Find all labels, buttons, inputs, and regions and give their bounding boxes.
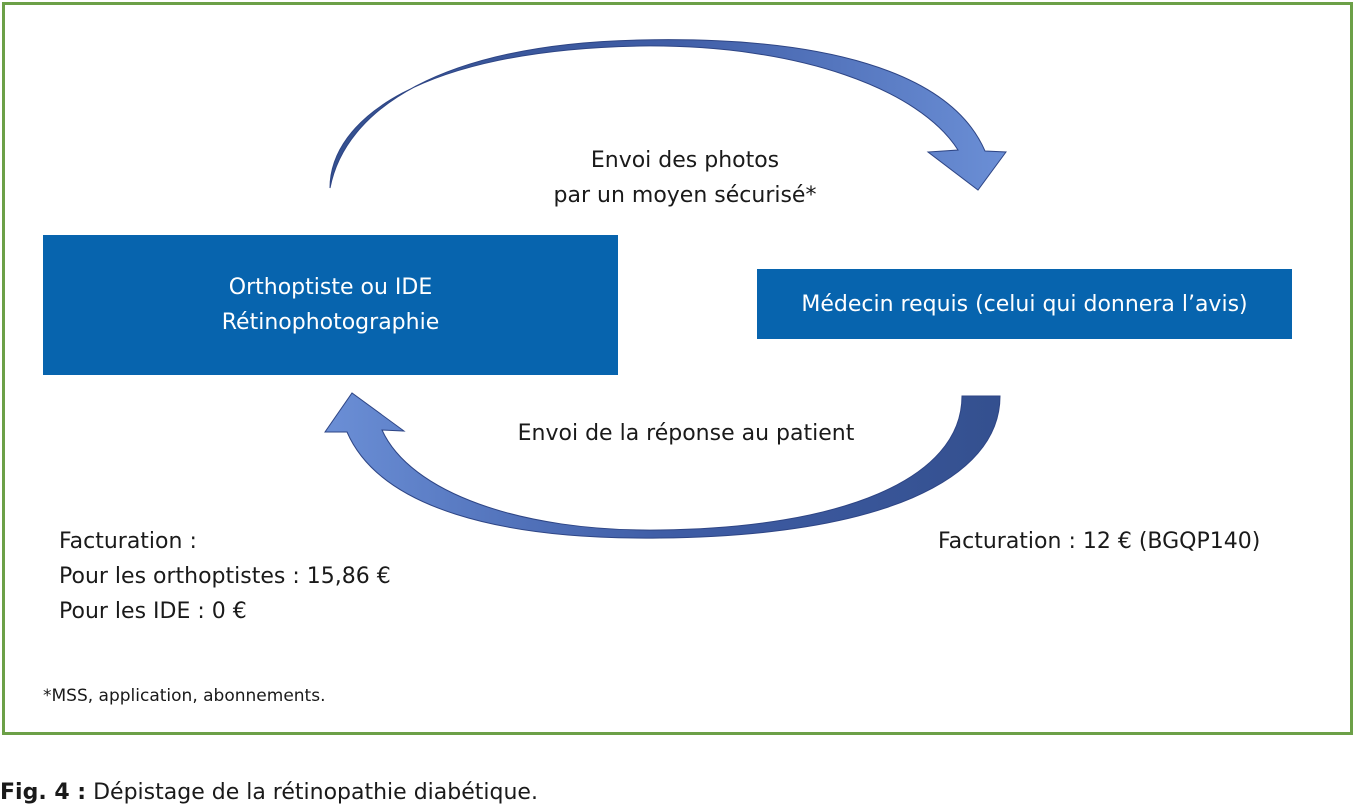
billing-orthoptists: Pour les orthoptistes : 15,86 € [59, 564, 391, 589]
billing-ide: Pour les IDE : 0 € [59, 599, 247, 624]
billing-left-title: Facturation : [59, 529, 197, 554]
caption-text: Dépistage de la rétinopathie diabétique. [93, 780, 538, 805]
send-response-label: Envoi de la réponse au patient [517, 421, 855, 446]
doctor-node-label: Médecin requis (celui qui donnera l’avis… [801, 291, 1248, 317]
billing-left: Facturation : Pour les orthoptistes : 15… [59, 524, 391, 629]
orthoptist-node-subtitle: Rétinophotographie [221, 310, 440, 335]
caption-prefix: Fig. 4 : [0, 780, 87, 805]
figure-caption: Fig. 4 : Dépistage de la rétinopathie di… [0, 779, 538, 807]
send-photos-line1: Envoi des photos [590, 148, 780, 173]
top-arrow [329, 39, 1007, 191]
orthoptist-node-title: Orthoptiste ou IDE [228, 275, 433, 300]
bottom-arrow [324, 392, 1001, 539]
footnote: *MSS, application, abonnements. [43, 686, 326, 706]
send-photos-label: Envoi des photos par un moyen sécurisé* [480, 143, 890, 213]
doctor-node: Médecin requis (celui qui donnera l’avis… [757, 269, 1292, 339]
figure-frame [2, 2, 1353, 735]
billing-right: Facturation : 12 € (BGQP140) [938, 529, 1261, 554]
orthoptist-node: Orthoptiste ou IDE Rétinophotographie [43, 235, 618, 375]
send-photos-line2: par un moyen sécurisé* [553, 183, 817, 208]
